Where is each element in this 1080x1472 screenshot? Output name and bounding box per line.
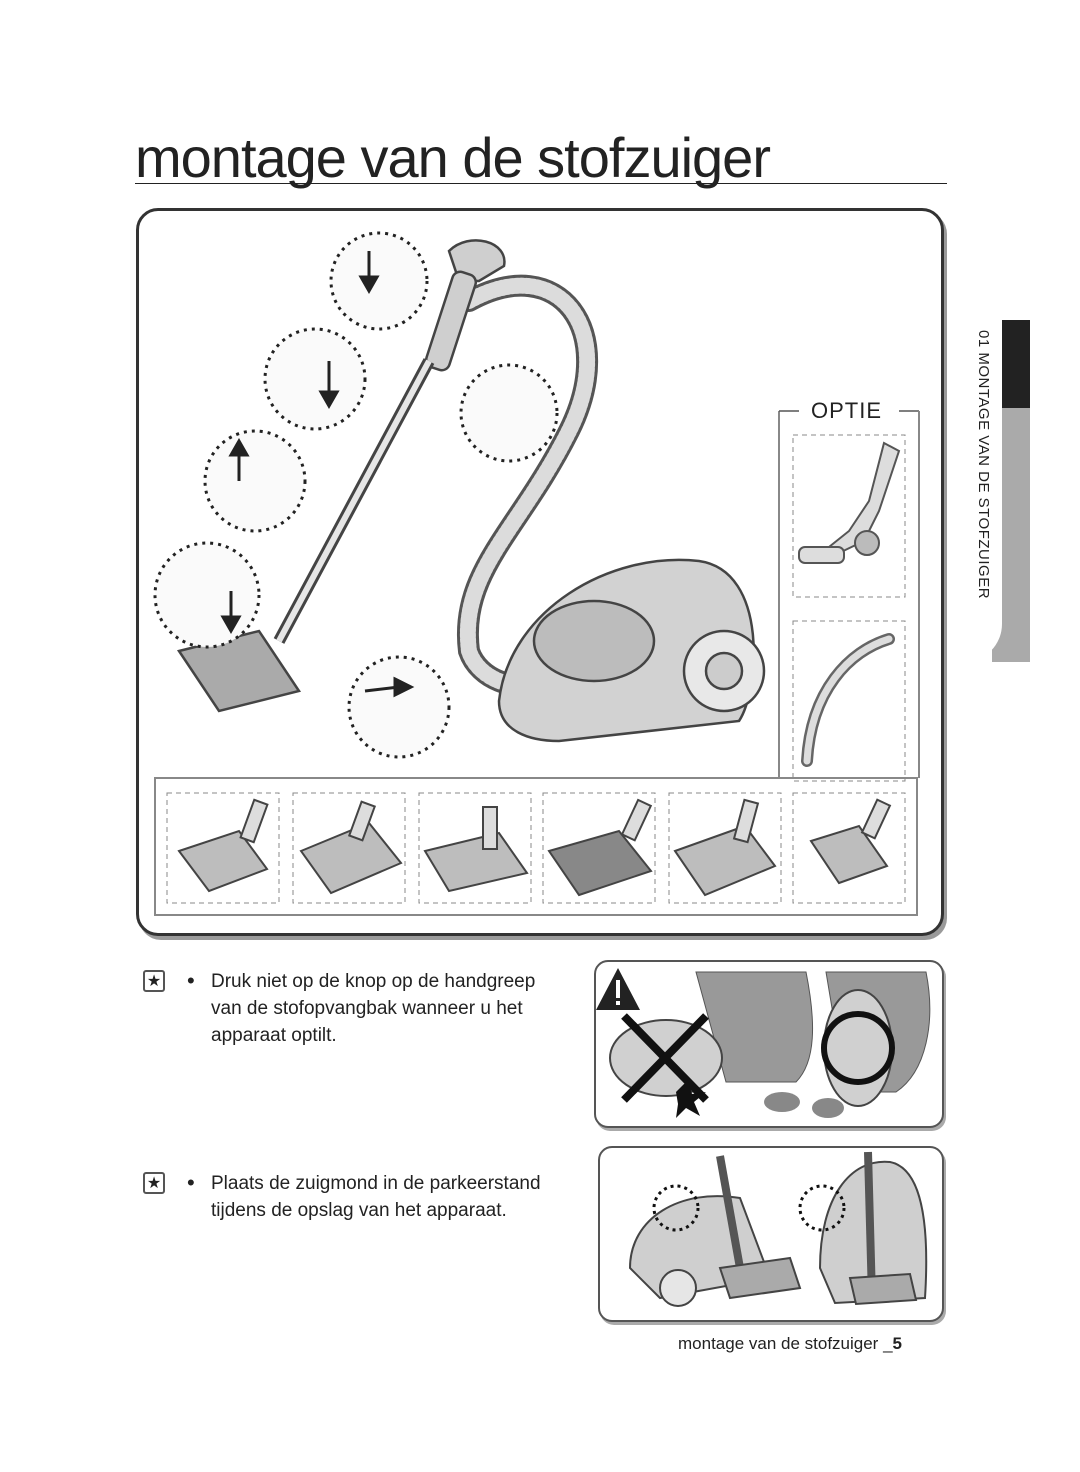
optie-label: OPTIE	[803, 398, 891, 424]
chapter-tab-label: 01 MONTAGE VAN DE STOFZUIGER	[975, 330, 992, 600]
star-icon: ★	[143, 970, 165, 992]
extension-pipe-icon	[798, 441, 901, 564]
floor-brush-icon-2	[299, 800, 403, 895]
mini-turbo-brush-icon	[809, 798, 892, 885]
pet-brush-icon	[673, 798, 777, 897]
title-rule	[135, 183, 947, 184]
page-footer: montage van de stofzuiger _5	[678, 1334, 902, 1354]
footer-text: montage van de stofzuiger _	[678, 1334, 893, 1353]
bullet: •	[187, 1170, 195, 1195]
lift-warning-illustration	[594, 960, 944, 1128]
vacuum-assembly-illustration	[153, 231, 920, 916]
parquet-brush-icon	[423, 806, 529, 893]
page-number: 5	[892, 1334, 902, 1353]
bullet: •	[187, 968, 195, 993]
vacuum-body-icon	[497, 558, 766, 743]
floor-brush-icon-1	[177, 798, 269, 893]
lift-warning-drawing	[596, 968, 931, 1118]
parking-illustration	[598, 1146, 944, 1322]
nozzle-boxes	[166, 792, 906, 904]
turbo-brush-icon	[547, 798, 653, 897]
page-title: montage van de stofzuiger	[135, 126, 771, 189]
note-text: Druk niet op de knop op de handgreep van…	[211, 971, 536, 1046]
chapter-tab	[962, 320, 1030, 662]
note-text: Plaats de zuigmond in de parkeerstand ti…	[211, 1173, 541, 1221]
star-icon: ★	[143, 1172, 165, 1194]
assembly-illustration-panel	[136, 208, 944, 936]
handle-and-tube-icon	[176, 239, 506, 713]
parking-drawing	[628, 1151, 928, 1307]
